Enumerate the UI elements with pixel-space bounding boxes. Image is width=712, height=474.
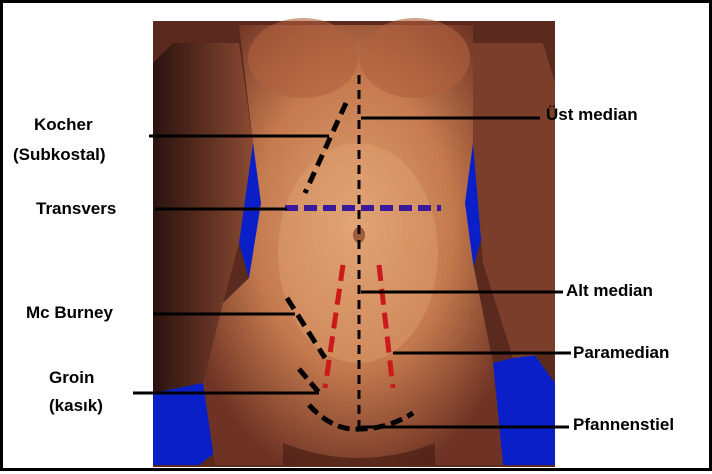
abdominal-incisions-diagram <box>3 3 712 474</box>
label-paramedian: Paramedian <box>573 343 669 363</box>
label-groin: Groin <box>49 368 94 388</box>
label-transvers: Transvers <box>36 199 116 219</box>
label-alt-median: Alt median <box>566 281 653 301</box>
right-chest <box>360 18 470 98</box>
left-chest <box>248 18 358 98</box>
label-subkostal: (Subkostal) <box>13 145 106 165</box>
label-pfannenstiel: Pfannenstiel <box>573 415 674 435</box>
label-ust-median: Üst median <box>546 105 638 125</box>
label-kasik: (kasık) <box>49 396 103 416</box>
label-mcburney: Mc Burney <box>26 303 113 323</box>
label-kocher: Kocher <box>34 115 93 135</box>
